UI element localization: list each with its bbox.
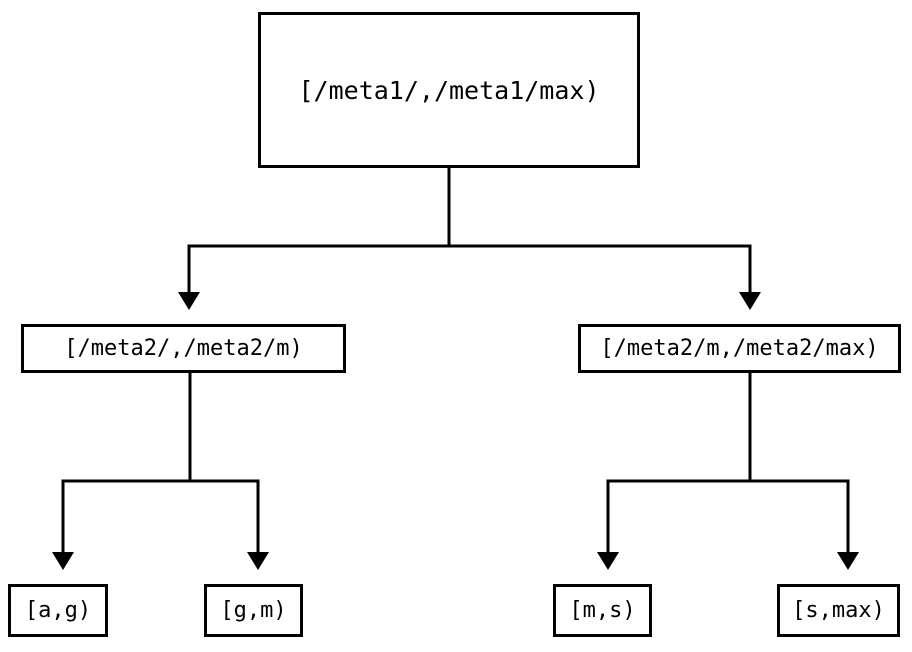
- edge-mid-left-to-leaf-ag: [61, 373, 192, 552]
- tree-node-leaf-gm-label: [g,m): [220, 597, 287, 623]
- tree-node-mid-right[interactable]: [/meta2/m,/meta2/max): [578, 324, 901, 373]
- tree-node-leaf-smax-label: [s,max): [792, 597, 885, 623]
- tree-node-mid-left[interactable]: [/meta2/,/meta2/m): [21, 324, 346, 373]
- arrowhead-leaf-ms: [597, 552, 619, 570]
- tree-node-leaf-ag-label: [a,g): [24, 597, 92, 623]
- tree-node-root[interactable]: [/meta1/,/meta1/max): [258, 12, 640, 168]
- tree-node-mid-right-label: [/meta2/m,/meta2/max): [600, 335, 879, 361]
- edge-mid-left-to-leaf-gm: [190, 479, 260, 552]
- edge-root-to-mid-right: [449, 244, 752, 292]
- tree-node-leaf-ag[interactable]: [a,g): [8, 584, 108, 637]
- tree-node-root-label: [/meta1/,/meta1/max): [298, 75, 600, 105]
- edge-mid-right-to-leaf-smax: [750, 479, 850, 552]
- edge-mid-right-to-leaf-ms: [606, 373, 752, 552]
- tree-node-leaf-smax[interactable]: [s,max): [777, 584, 900, 637]
- tree-node-leaf-gm[interactable]: [g,m): [204, 584, 303, 637]
- tree-node-leaf-ms-label: [m,s): [569, 597, 636, 623]
- edge-root-to-mid-left: [187, 168, 451, 292]
- arrowhead-mid-right: [739, 292, 761, 310]
- tree-node-leaf-ms[interactable]: [m,s): [553, 584, 652, 637]
- arrowhead-leaf-gm: [247, 552, 269, 570]
- arrowhead-leaf-smax: [837, 552, 859, 570]
- tree-node-mid-left-label: [/meta2/,/meta2/m): [64, 335, 303, 361]
- arrowhead-mid-left: [178, 292, 200, 310]
- arrowhead-leaf-ag: [52, 552, 74, 570]
